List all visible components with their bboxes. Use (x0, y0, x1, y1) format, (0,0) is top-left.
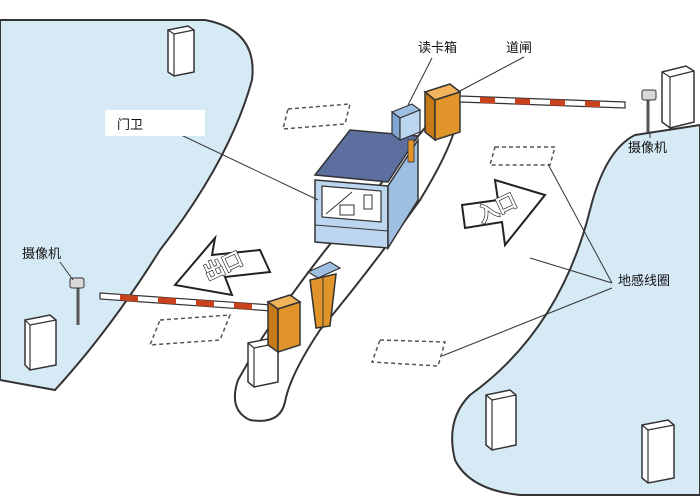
barrier-post-top-front (424, 90, 436, 142)
camera-left (69, 277, 85, 325)
barrier-post-bottom-side (277, 300, 301, 354)
label-guard-booth: 门卫 (117, 118, 143, 133)
entry-lane-arrow (460, 178, 547, 248)
barrier-arm-top (459, 95, 626, 109)
loop-detector-bottom-right (370, 339, 446, 367)
pillar-box-left (24, 314, 57, 371)
leader-card-reader (407, 57, 433, 106)
pillar-box-top-left (167, 25, 195, 77)
camera-right-icon (641, 89, 657, 101)
card-reader-bottom (306, 261, 342, 329)
pillar-box-bottom-mid (485, 389, 517, 451)
loop-detector-bottom-left (148, 314, 232, 346)
loop-detector-top-right (489, 146, 556, 166)
loop-detector-group (148, 103, 556, 367)
leader-loop-2 (529, 257, 613, 284)
exit-lane-arrow (173, 234, 272, 297)
card-reader-top (390, 103, 422, 142)
booth-chair (363, 194, 373, 210)
barrier-gate-top (423, 83, 626, 142)
label-barrier-gate: 道闸 (506, 41, 532, 56)
label-loop-detector: 地感线圈 (618, 273, 670, 289)
leader-lines (59, 56, 651, 357)
camera-right (641, 89, 657, 132)
label-card-reader: 读卡箱 (418, 40, 457, 56)
leader-camera-left (59, 261, 74, 281)
leader-guard-booth (159, 124, 319, 201)
guard-booth (313, 129, 420, 251)
barrier-post-top-side (434, 90, 461, 142)
pillar-box-top-right (661, 65, 695, 129)
label-camera-left: 摄像机 (22, 247, 61, 262)
barrier-gate-bottom (99, 292, 302, 354)
leader-loop-1 (547, 163, 613, 284)
label-camera-right: 摄像机 (628, 141, 667, 156)
booth-roof (313, 129, 420, 183)
booth-desk (339, 204, 355, 216)
pillar-box-bottom-right (641, 419, 675, 484)
leader-barrier (457, 56, 525, 93)
camera-left-icon (69, 277, 85, 289)
guard-label-bg (105, 110, 205, 136)
barrier-post-bottom-front (267, 300, 279, 354)
leader-loop-3 (441, 287, 613, 357)
booth-side-light (407, 139, 415, 163)
loop-detector-top-left (282, 103, 351, 130)
